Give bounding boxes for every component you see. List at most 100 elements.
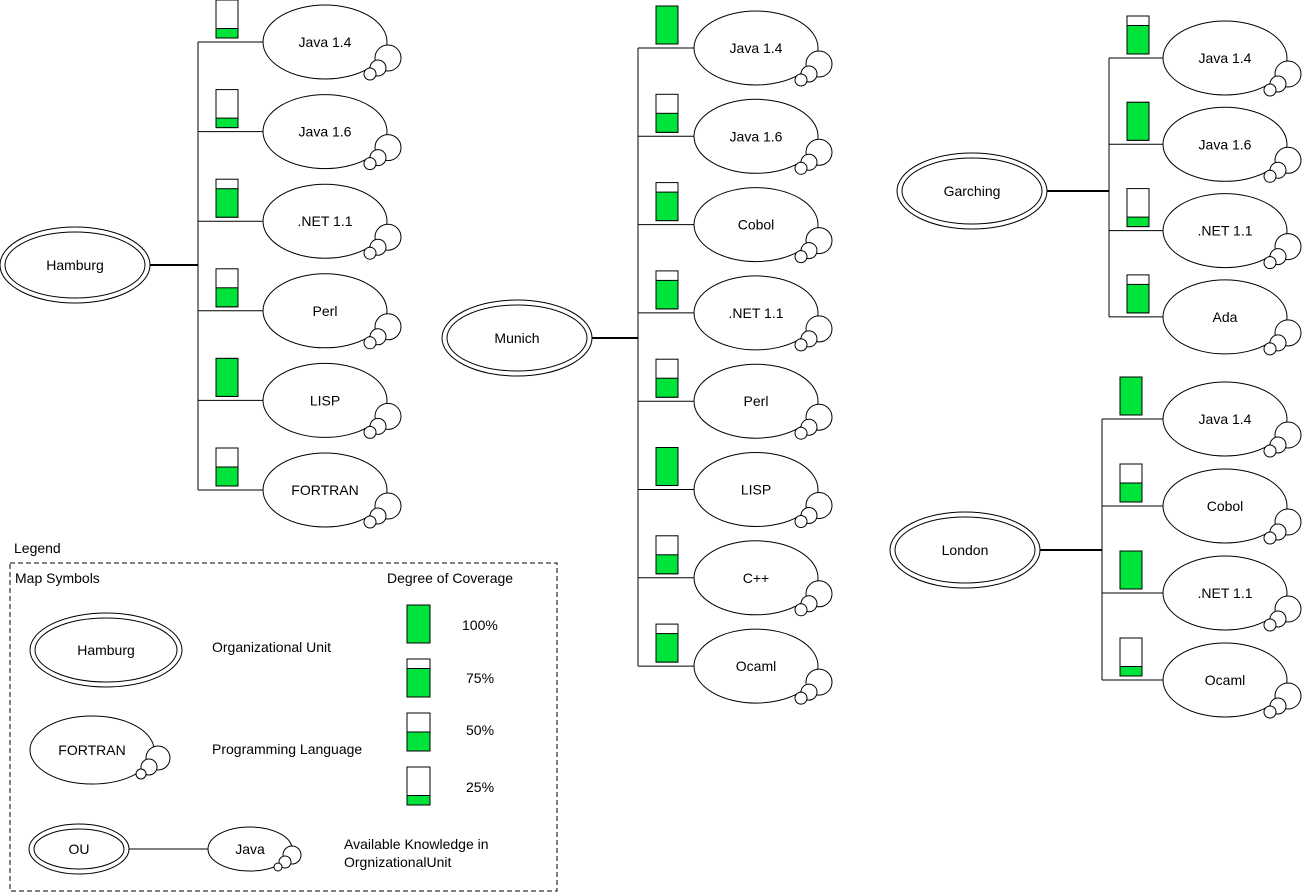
coverage-bar-ocaml: [655, 623, 679, 663]
language-node-cobol[interactable]: Cobol: [1102, 468, 1302, 545]
language-label: .NET 1.1: [1198, 223, 1253, 239]
coverage-bar-ocaml: [1119, 637, 1143, 677]
language-node-lisp[interactable]: LISP: [198, 362, 402, 439]
legend-coverage-levels: [406, 604, 431, 806]
coverage-bar-cobol: [655, 182, 679, 222]
language-node-ada[interactable]: Ada: [1109, 279, 1302, 356]
coverage-bar-c: [655, 535, 679, 575]
language-label: Ada: [1213, 309, 1238, 325]
language-node-java-1-4[interactable]: Java 1.4: [198, 4, 402, 81]
language-label: Java 1.4: [1199, 50, 1252, 66]
language-label: Perl: [313, 303, 338, 319]
language-node-lisp[interactable]: LISP: [638, 452, 833, 528]
coverage-bar-java-1-6: [215, 89, 239, 129]
language-label: C++: [743, 570, 769, 586]
language-label: Java 1.4: [730, 40, 783, 56]
legend-degree-heading: Degree of Coverage: [387, 570, 513, 586]
language-node-net-1-1[interactable]: .NET 1.1: [198, 183, 402, 260]
legend-org-unit-example: Hamburg: [77, 642, 135, 658]
language-node-ocaml[interactable]: Ocaml: [1102, 642, 1302, 719]
legend-org-unit-symbol: Hamburg: [29, 612, 183, 688]
coverage-bar-net-1-1: [1126, 188, 1150, 228]
ou-label: London: [942, 542, 989, 558]
coverage-bar-net-1-1: [215, 178, 239, 218]
legend-bar-25: [406, 766, 431, 806]
language-node-perl[interactable]: Perl: [198, 273, 402, 350]
language-node-java-1-6[interactable]: Java 1.6: [1109, 106, 1302, 183]
language-label: Cobol: [738, 217, 775, 233]
coverage-bar-fortran: [215, 447, 239, 487]
language-label: .NET 1.1: [298, 213, 353, 229]
coverage-bar-cobol: [1119, 463, 1143, 503]
language-node-java-1-4[interactable]: Java 1.4: [1102, 381, 1302, 458]
language-label: Java 1.6: [730, 128, 783, 144]
legend-level-label-75: 75%: [466, 670, 494, 686]
language-node-ocaml[interactable]: Ocaml: [638, 628, 833, 705]
coverage-bar-ada: [1126, 274, 1150, 314]
coverage-bar-java-1-6: [1126, 101, 1150, 141]
language-label: LISP: [310, 392, 340, 408]
language-label: Java 1.4: [1199, 411, 1252, 427]
ou-label: Munich: [494, 330, 539, 346]
language-node-net-1-1[interactable]: .NET 1.1: [1102, 555, 1302, 632]
legend-language-symbol: FORTRAN: [29, 715, 171, 785]
language-label: Java 1.6: [1199, 136, 1252, 152]
legend-knowledge-symbol: OU Java: [28, 823, 302, 875]
ou-label: Garching: [944, 183, 1001, 199]
language-node-c[interactable]: C++: [638, 540, 833, 617]
legend-title: Legend: [14, 540, 61, 556]
language-label: LISP: [741, 482, 771, 498]
legend-bar-50: [406, 712, 431, 752]
language-label: Ocaml: [1205, 672, 1245, 688]
legend-level-label-50: 50%: [466, 722, 494, 738]
coverage-bar-lisp: [655, 447, 679, 486]
coverage-bar-java-1-4: [1126, 15, 1150, 55]
coverage-bar-net-1-1: [655, 270, 679, 310]
legend-level-label-25: 25%: [466, 779, 494, 795]
language-node-cobol[interactable]: Cobol: [638, 187, 833, 264]
legend-language-label: Programming Language: [212, 741, 362, 757]
language-node-perl[interactable]: Perl: [638, 363, 833, 440]
legend-language-example: FORTRAN: [58, 742, 125, 758]
legend-bar-75: [406, 658, 431, 698]
coverage-bar-java-1-4: [655, 5, 679, 45]
coverage-bar-java-1-6: [655, 93, 679, 133]
legend-org-unit-label: Organizational Unit: [212, 639, 331, 655]
legend-map-symbols-heading: Map Symbols: [15, 570, 100, 586]
language-node-fortran[interactable]: FORTRAN: [198, 452, 402, 529]
language-label: FORTRAN: [291, 482, 358, 498]
legend: Legend Map Symbols Degree of Coverage Ha…: [9, 540, 558, 892]
ou-label: Hamburg: [46, 257, 104, 273]
language-node-java-1-6[interactable]: Java 1.6: [198, 94, 402, 171]
coverage-bar-perl: [655, 358, 679, 398]
language-label: .NET 1.1: [729, 305, 784, 321]
legend-knowledge-label-line2: OrgnizationalUnit: [344, 854, 451, 870]
language-label: .NET 1.1: [1198, 585, 1253, 601]
legend-ou-example: OU: [69, 841, 90, 857]
legend-knowledge-label-line1: Available Knowledge in: [344, 836, 489, 852]
language-node-net-1-1[interactable]: .NET 1.1: [638, 275, 833, 352]
language-label: Cobol: [1207, 498, 1244, 514]
language-node-java-1-4[interactable]: Java 1.4: [638, 10, 833, 87]
language-node-java-1-6[interactable]: Java 1.6: [638, 98, 833, 175]
ou-node-hamburg[interactable]: Hamburg: [0, 226, 151, 304]
legend-level-label-100: 100%: [462, 617, 498, 633]
legend-box: [9, 562, 558, 892]
language-node-java-1-4[interactable]: Java 1.4: [1109, 20, 1302, 97]
language-node-net-1-1[interactable]: .NET 1.1: [1109, 193, 1302, 270]
language-label: Perl: [744, 393, 769, 409]
coverage-bar-java-1-4: [1119, 376, 1143, 416]
language-label: Ocaml: [736, 658, 776, 674]
ou-node-garching[interactable]: Garching: [896, 152, 1048, 230]
language-label: Java 1.6: [299, 124, 352, 140]
ou-node-munich[interactable]: Munich: [441, 299, 593, 377]
ou-node-london[interactable]: London: [889, 511, 1041, 589]
coverage-bar-java-1-4: [215, 0, 239, 39]
language-label: Java 1.4: [299, 34, 352, 50]
coverage-bar-net-1-1: [1119, 550, 1143, 590]
